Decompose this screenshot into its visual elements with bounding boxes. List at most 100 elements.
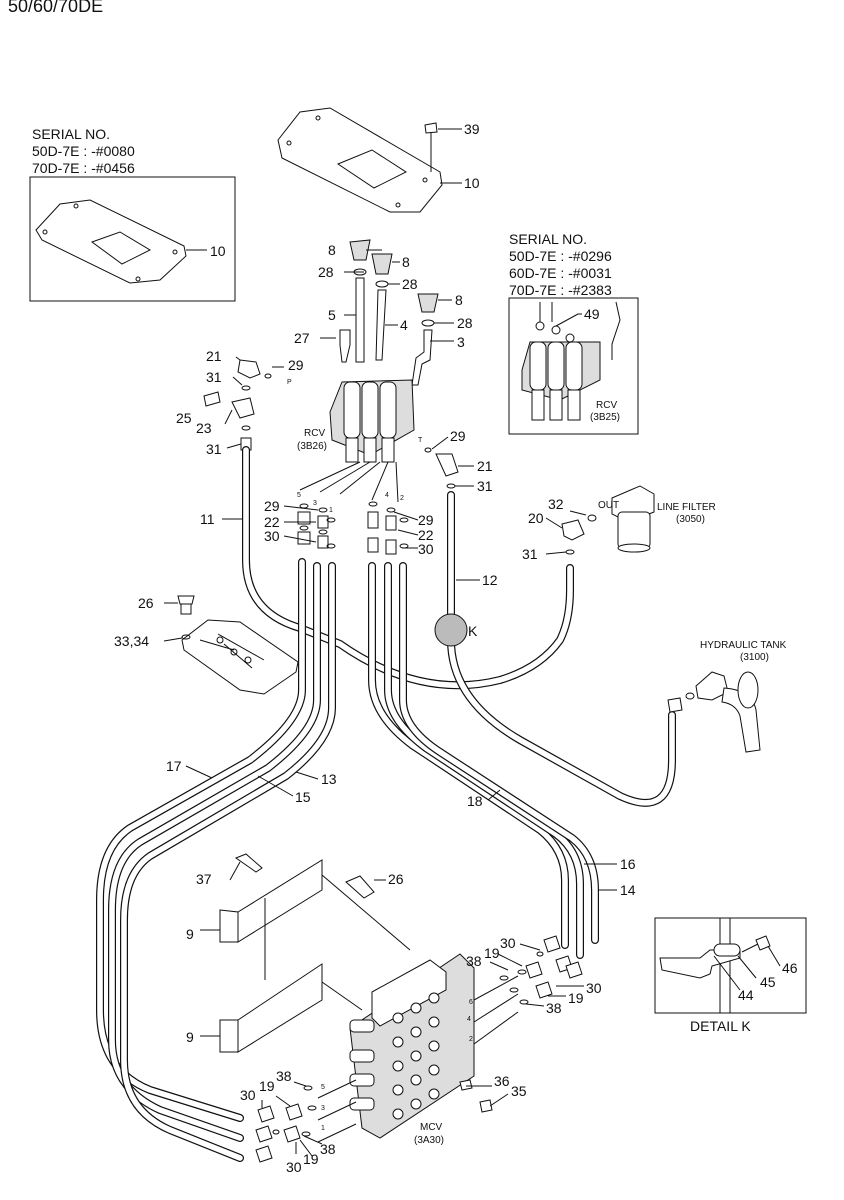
callout-5: 5 — [328, 307, 336, 323]
bolt-39 — [424, 122, 462, 172]
callout-19d: 19 — [303, 1151, 319, 1167]
callout-8a: 8 — [328, 242, 336, 258]
callout-15: 15 — [295, 789, 311, 805]
callout-12: 12 — [482, 572, 498, 588]
fitting-stacks — [283, 501, 419, 555]
hydraulic-tank — [667, 671, 761, 753]
mcv-right-fittings — [489, 935, 584, 1007]
svg-text:(3B25): (3B25) — [590, 412, 620, 423]
line-filter — [545, 485, 655, 555]
cover-plate — [277, 107, 443, 213]
callout-38c: 38 — [276, 1068, 292, 1084]
port-3: 3 — [313, 500, 317, 507]
port-5: 5 — [297, 492, 301, 499]
callout-36: 36 — [494, 1073, 510, 1089]
callout-19c: 19 — [259, 1078, 275, 1094]
svg-text:49: 49 — [584, 306, 600, 322]
callout-27: 27 — [294, 330, 310, 346]
port-4: 4 — [385, 492, 389, 499]
port-t: T — [418, 437, 423, 444]
callout-29b: 29 — [450, 428, 466, 444]
callout-31d: 31 — [522, 546, 538, 562]
callout-19a: 19 — [484, 945, 500, 961]
mcv-valve — [317, 953, 519, 1143]
lever-assemblies — [320, 239, 454, 386]
callout-20: 20 — [528, 510, 544, 526]
callout-28b: 28 — [402, 276, 418, 292]
mcv-port-1: 1 — [321, 1125, 325, 1132]
rcv-code: (3B26) — [297, 441, 327, 452]
callout-23: 23 — [196, 420, 212, 436]
callout-31c: 31 — [477, 478, 493, 494]
callout-8b: 8 — [402, 254, 410, 270]
mcv-port-4: 4 — [467, 1016, 471, 1023]
svg-text:50D-7E : -#0080: 50D-7E : -#0080 — [32, 143, 135, 159]
callout-28c: 28 — [457, 315, 473, 331]
callout-26b: 26 — [388, 871, 404, 887]
detail-k-box — [654, 917, 807, 1014]
svg-text:70D-7E : -#2383: 70D-7E : -#2383 — [509, 282, 612, 298]
callout-21a: 21 — [206, 348, 222, 364]
callout-30f: 30 — [286, 1159, 302, 1175]
mcv-code: (3A30) — [414, 1135, 444, 1146]
callout-31b: 31 — [206, 441, 222, 457]
mcv-port-6: 6 — [469, 999, 473, 1006]
callout-29c: 29 — [264, 498, 280, 514]
callout-16: 16 — [620, 856, 636, 872]
line-filter-port-out: OUT — [598, 500, 619, 511]
mcv-label: MCV — [420, 1122, 443, 1133]
callout-14: 14 — [620, 882, 636, 898]
callout-30c: 30 — [500, 935, 516, 951]
svg-text:10: 10 — [210, 243, 226, 259]
callout-38b: 38 — [546, 1000, 562, 1016]
callout-22a: 22 — [264, 514, 280, 530]
svg-text:SERIAL NO.: SERIAL NO. — [509, 231, 587, 247]
callout-26a: 26 — [138, 595, 154, 611]
svg-text:50D-7E : -#0296: 50D-7E : -#0296 — [509, 248, 612, 264]
callout-9a: 9 — [186, 926, 194, 942]
svg-text:K: K — [468, 623, 478, 639]
callout-45: 45 — [760, 974, 776, 990]
callout-33-34: 33,34 — [114, 633, 149, 649]
hydraulic-tank-code: (3100) — [740, 652, 769, 663]
callout-35: 35 — [511, 1083, 527, 1099]
callout-30a: 30 — [264, 528, 280, 544]
port-p: P — [287, 379, 292, 386]
mcv-left-fittings — [255, 1081, 323, 1163]
model-header: 50/60/70DE — [8, 0, 103, 16]
callout-8c: 8 — [455, 292, 463, 308]
callout-38a: 38 — [466, 953, 482, 969]
hoses — [96, 446, 676, 1162]
callout-25: 25 — [176, 410, 192, 426]
callout-22b: 22 — [418, 527, 434, 543]
serial-box-right: SERIAL NO. 50D-7E : -#0296 60D-7E : -#00… — [508, 231, 639, 435]
callout-3: 3 — [457, 334, 465, 350]
callout-29d: 29 — [418, 512, 434, 528]
rcv-right-fittings — [424, 436, 474, 489]
callout-37: 37 — [196, 871, 212, 887]
line-filter-label: LINE FILTER — [657, 502, 716, 513]
callout-9b: 9 — [186, 1029, 194, 1045]
callout-29a: 29 — [288, 357, 304, 373]
callout-13: 13 — [321, 771, 337, 787]
callout-17: 17 — [166, 758, 182, 774]
detail-k-marker: K — [434, 613, 478, 647]
callout-44: 44 — [738, 987, 754, 1003]
callout-18: 18 — [467, 793, 483, 809]
svg-text:RCV: RCV — [596, 400, 617, 411]
serial-box-left: SERIAL NO. 50D-7E : -#0080 70D-7E : -#04… — [29, 126, 236, 302]
callout-46: 46 — [782, 960, 798, 976]
mcv-port-3: 3 — [321, 1105, 325, 1112]
port-1: 1 — [329, 507, 333, 514]
callout-32: 32 — [548, 496, 564, 512]
svg-text:60D-7E : -#0031: 60D-7E : -#0031 — [509, 265, 612, 281]
floor-plate — [163, 595, 299, 695]
hydraulic-tank-label: HYDRAULIC TANK — [700, 640, 787, 651]
line-filter-code: (3050) — [676, 514, 705, 525]
svg-text:SERIAL NO.: SERIAL NO. — [32, 126, 110, 142]
port-2: 2 — [400, 495, 404, 502]
brackets — [200, 853, 411, 1053]
detail-k-title: DETAIL K — [690, 1018, 751, 1034]
callout-11: 11 — [200, 511, 215, 527]
